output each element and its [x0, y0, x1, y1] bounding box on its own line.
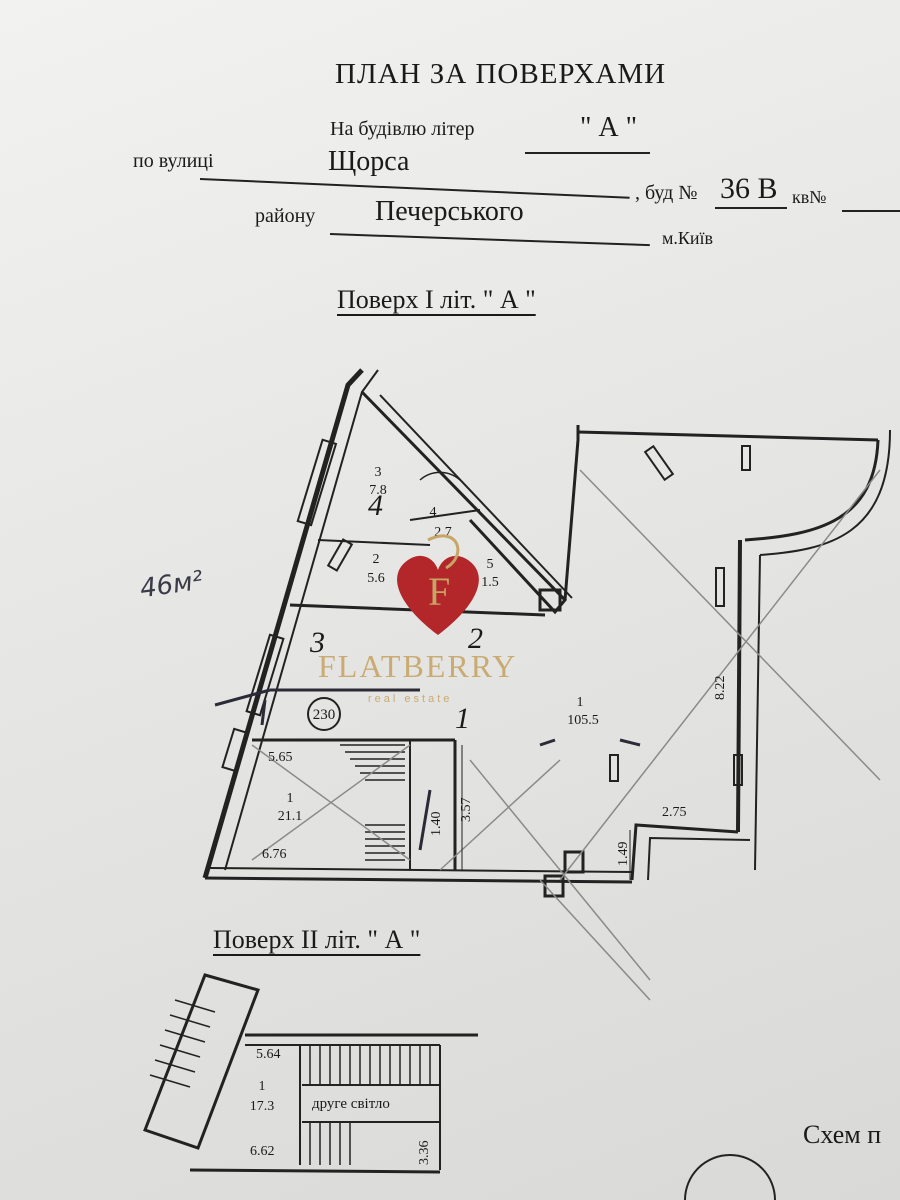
hand-mark-1: 1: [455, 702, 470, 735]
watermark-letter: F: [428, 569, 450, 614]
scheme-label: Схем п: [803, 1120, 882, 1149]
room1b-num: 1: [287, 791, 294, 806]
building-letter: " А ": [580, 112, 638, 143]
room4-num: 4: [430, 505, 437, 520]
hand-mark-3: 3: [309, 626, 325, 659]
room1b-area: 21.1: [278, 809, 303, 824]
house-number: 36 В: [720, 172, 778, 205]
dim-8-22: 8.22: [713, 676, 728, 701]
second-light-label: друге світло: [312, 1096, 390, 1112]
dim-1-49: 1.49: [616, 842, 631, 867]
house-underline: [715, 207, 787, 209]
house-label: , буд №: [635, 182, 698, 204]
document-title: ПЛАН ЗА ПОВЕРХАМИ: [335, 58, 667, 90]
city-label: м.Київ: [662, 228, 714, 248]
floor2-room-num: 1: [259, 1079, 266, 1094]
floor2-room-area: 17.3: [250, 1099, 275, 1114]
floor2-dim-6-62: 6.62: [250, 1144, 275, 1159]
dim-6-76: 6.76: [262, 847, 287, 862]
hand-mark-4: 4: [368, 489, 383, 522]
room5-area: 1.5: [481, 575, 499, 590]
street-label: по вулиці: [133, 150, 214, 172]
hand-mark-2: 2: [468, 622, 483, 655]
circle-230: 230: [313, 707, 336, 723]
room2-area: 5.6: [367, 571, 385, 586]
watermark-brand: FLATBERRY: [318, 648, 518, 684]
room3-num: 3: [375, 465, 382, 480]
floor2-dim-3-36: 3.36: [417, 1141, 432, 1166]
floor2-title: Поверх II літ. " А ": [213, 925, 421, 954]
dim-2-75: 2.75: [662, 805, 687, 820]
building-label: На будівлю літер: [330, 118, 475, 140]
room1-num: 1: [577, 695, 584, 710]
building-underline: [525, 152, 650, 154]
apartment-label: кв№: [792, 187, 827, 207]
dim-1-40: 1.40: [429, 812, 444, 837]
district-label: району: [255, 205, 316, 227]
watermark-logo-icon: F: [397, 534, 479, 635]
room3-area: 7.8: [369, 483, 387, 498]
room1-area: 105.5: [567, 713, 599, 728]
apartment-underline: [842, 210, 900, 212]
dim-5-65: 5.65: [268, 750, 293, 765]
dim-3-57: 3.57: [459, 798, 474, 823]
street-name: Щорса: [328, 146, 410, 177]
district-name: Печерського: [375, 196, 524, 227]
room2-num: 2: [373, 552, 380, 567]
watermark-subtitle: real estate: [368, 693, 453, 705]
floor1-title: Поверх I літ. " А ": [337, 285, 536, 314]
floor2-dim-5-64: 5.64: [256, 1047, 281, 1062]
room5-num: 5: [487, 557, 494, 572]
